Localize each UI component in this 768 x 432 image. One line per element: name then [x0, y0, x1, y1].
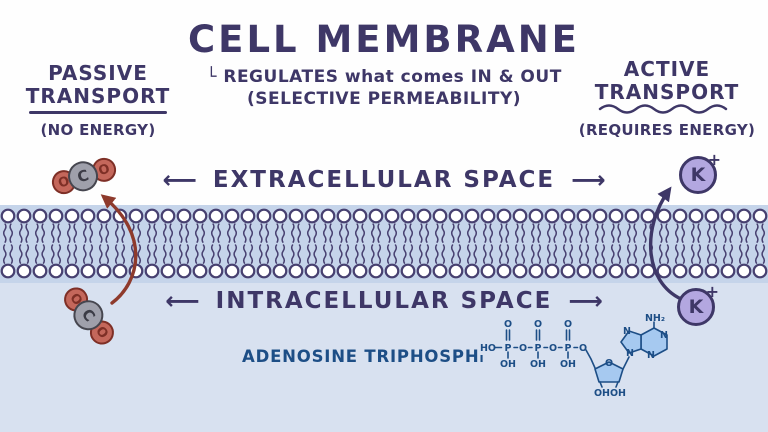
atom-label-ring-o: O	[605, 358, 613, 369]
atom-label-o: O	[534, 319, 542, 330]
intracellular-label: INTRACELLULAR SPACE	[215, 288, 553, 314]
atom-label-n: N	[626, 348, 634, 359]
active-transport-heading: ACTIVE TRANSPORT (REQUIRES ENERGY)	[577, 57, 757, 140]
requires-energy-note: (REQUIRES ENERGY)	[578, 121, 756, 139]
page-title: CELL MEMBRANE	[188, 18, 580, 61]
atom-label-n: N	[647, 350, 655, 361]
atom-label-n: N	[660, 330, 668, 341]
active-wavy-underline	[598, 104, 728, 114]
atp-caption-text: ADENOSINE TRIPHOSPH	[242, 347, 480, 366]
atp-caption-partial-letter: ı	[479, 351, 485, 365]
atom-label-oh: OH	[610, 388, 626, 399]
atom-label-p: P	[535, 343, 542, 354]
atom-label-n: N	[623, 326, 631, 337]
atom-label-p: P	[505, 343, 512, 354]
passive-transport-line1: PASSIVE	[48, 61, 148, 85]
potassium-ion-extracellular: K +	[679, 150, 721, 194]
left-arrow-icon: ⟵	[162, 166, 197, 194]
potassium-ion-intracellular: K +	[677, 282, 719, 326]
potassium-symbol: K	[688, 296, 704, 318]
subtitle-regulates: └ REGULATES what comes IN & OUT	[206, 67, 562, 87]
intracellular-background	[0, 283, 768, 432]
right-arrow-icon: ⟶	[571, 166, 606, 194]
atom-label-nh2: NH₂	[645, 314, 665, 324]
atom-label-o: O	[564, 319, 572, 330]
atom-label-oh: OH	[500, 359, 516, 370]
subtitle-selective-permeability: (SELECTIVE PERMEABILITY)	[246, 89, 522, 109]
atp-caption: ADENOSINE TRIPHOSPHı	[242, 347, 484, 366]
atom-label-ho: HO	[480, 343, 496, 354]
passive-transport-line2: TRANSPORT	[25, 84, 171, 108]
passive-underline	[29, 111, 167, 114]
plus-charge: +	[707, 150, 721, 169]
atp-structure: HO P O P O P O O O O OH OH OH O OH OH N …	[480, 314, 668, 399]
atom-label-oh: OH	[560, 359, 576, 370]
right-arrow-icon: ⟶	[568, 287, 603, 315]
atom-label-o: O	[519, 343, 527, 354]
active-transport-line1: ACTIVE	[623, 57, 711, 81]
passive-transport-heading: PASSIVE TRANSPORT (NO ENERGY)	[18, 61, 178, 140]
atom-label-o: O	[579, 343, 587, 354]
intracellular-space-row: ⟵ INTRACELLULAR SPACE ⟶	[0, 287, 768, 315]
atom-label-o: O	[504, 319, 512, 330]
no-energy-note: (NO ENERGY)	[40, 121, 156, 139]
active-transport-line2: TRANSPORT	[594, 80, 740, 104]
extracellular-label: EXTRACELLULAR SPACE	[212, 167, 556, 193]
left-arrow-icon: ⟵	[165, 287, 200, 315]
atom-label-oh: OH	[594, 388, 610, 399]
plus-charge: +	[705, 282, 719, 301]
lipid-bilayer	[0, 208, 768, 279]
potassium-symbol: K	[690, 164, 706, 186]
atom-label-oh: OH	[530, 359, 546, 370]
extracellular-space-row: ⟵ EXTRACELLULAR SPACE ⟶	[0, 166, 768, 194]
atom-label-o: O	[549, 343, 557, 354]
atom-label-p: P	[565, 343, 572, 354]
